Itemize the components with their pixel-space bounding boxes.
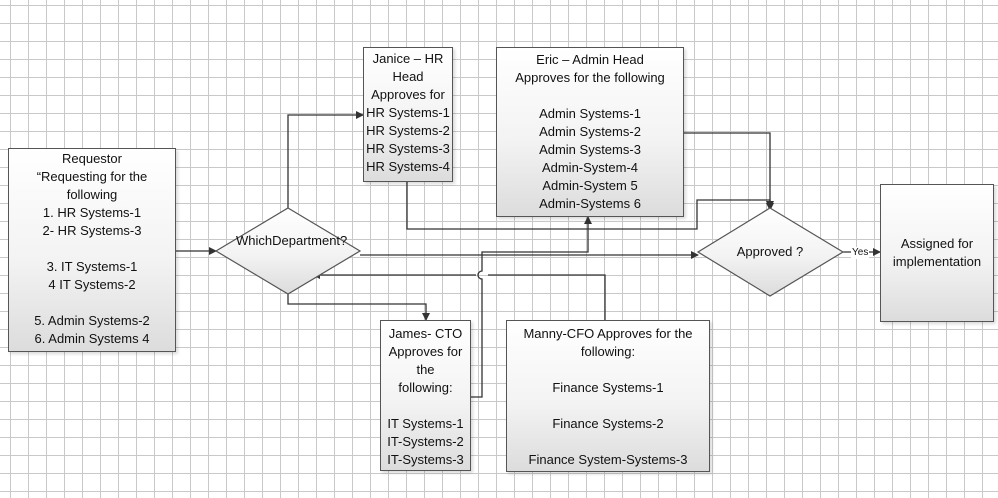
- janice-line-2: Head: [392, 69, 424, 84]
- requestor-line-9: [9, 294, 175, 312]
- yes-label: Yes: [851, 247, 870, 259]
- james-line-1: James- CTO: [388, 326, 463, 341]
- requestor-line-11: 6. Admin Systems 4: [34, 331, 150, 346]
- james-line-6: IT Systems-1: [387, 416, 464, 431]
- requestor-line-10: 5. Admin Systems-2: [34, 313, 150, 328]
- arrow-eric-to-approved: [684, 132, 774, 209]
- arrow-manny-to-department: [313, 275, 606, 320]
- department-line-2: Department?: [272, 233, 348, 248]
- manny-line-5: [507, 397, 709, 415]
- eric-line-4: Admin Systems-1: [539, 106, 641, 121]
- janice-line-7: HR Systems-4: [366, 159, 450, 174]
- janice-line-6: HR Systems-3: [366, 141, 450, 156]
- approved-line-1: Approved ?: [736, 244, 804, 259]
- department-label: WhichDepartment?: [236, 232, 347, 250]
- department-line-1: Which: [236, 233, 273, 248]
- james-line-8: IT-Systems-3: [387, 452, 464, 467]
- assigned-line-1: Assigned for: [900, 236, 974, 251]
- manny-line-4: Finance Systems-1: [552, 380, 664, 395]
- eric-line-9: Admin-Systems 6: [539, 196, 641, 211]
- requestor-line-3: following: [66, 187, 118, 202]
- manny-line-3: [507, 361, 709, 379]
- department-diamond: [214, 207, 362, 295]
- james-cto-box: James- CTO Approves for the following: IT Sy…: [380, 320, 471, 471]
- requestor-line-6: [9, 240, 175, 258]
- manny-line-2: following:: [580, 344, 636, 359]
- james-line-2: Approves for: [388, 344, 463, 359]
- eric-line-8: Admin-System 5: [542, 178, 638, 193]
- eric-line-7: Admin-System-4: [541, 160, 639, 175]
- james-line-4: following:: [398, 380, 453, 395]
- james-line-7: IT-Systems-2: [387, 434, 464, 449]
- james-line-3: the: [416, 362, 435, 377]
- requestor-line-8: 4 IT Systems-2: [48, 277, 136, 292]
- janice-line-3: Approves for: [371, 87, 445, 102]
- manny-cfo-box: Manny-CFO Approves for the following: Fina…: [506, 320, 710, 472]
- manny-line-8: Finance System-Systems-3: [528, 452, 688, 467]
- janice-line-4: HR Systems-1: [366, 105, 450, 120]
- assigned-line-2: implementation: [892, 254, 982, 269]
- eric-line-2: Approves for the following: [515, 70, 665, 85]
- manny-line-6: Finance Systems-2: [552, 416, 664, 431]
- eric-line-5: Admin Systems-2: [539, 124, 641, 139]
- approved-diamond: [696, 207, 845, 297]
- requestor-line-4: 1. HR Systems-1: [42, 205, 142, 220]
- james-line-5: [381, 397, 470, 415]
- manny-line-7: [507, 433, 709, 451]
- arrow-james-to-eric: [471, 216, 592, 398]
- approved-label: Approved ?: [718, 243, 822, 261]
- eric-line-3: [497, 87, 683, 105]
- requestor-line-1: Requestor: [62, 151, 122, 166]
- requestor-line-5: 2- HR Systems-3: [42, 223, 142, 238]
- janice-line-1: Janice – HR: [372, 51, 444, 66]
- manny-line-1: Manny-CFO Approves for the: [523, 326, 693, 341]
- arrow-department-to-james: [287, 294, 430, 321]
- eric-line-6: Admin Systems-3: [539, 142, 641, 157]
- requestor-line-7: 3. IT Systems-1: [46, 259, 138, 274]
- eric-line-1: Eric – Admin Head: [536, 52, 644, 67]
- requestor-line-2: “Requesting for the: [36, 169, 148, 184]
- janice-line-5: HR Systems-2: [366, 123, 450, 138]
- requestor-box: Requestor “Requesting for the following 1. …: [8, 148, 176, 352]
- assigned-box: Assigned for implementation: [880, 184, 994, 322]
- arrow-department-to-janice: [287, 111, 364, 208]
